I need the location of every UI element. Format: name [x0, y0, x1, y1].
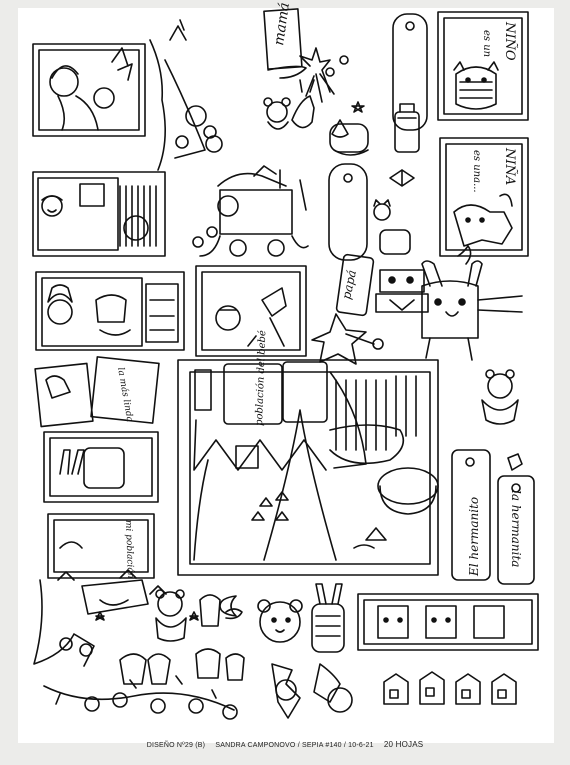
toy-figures-bottom	[119, 589, 245, 685]
bear-bunny-row	[263, 79, 420, 156]
small-animals-middle	[373, 169, 429, 313]
nino-card	[437, 11, 529, 121]
blank-tag-center	[328, 163, 368, 261]
baby-toys-card	[32, 171, 166, 257]
label-papa: papá	[339, 269, 359, 301]
mother-stroller-figure	[149, 19, 223, 171]
bear-right	[481, 369, 523, 471]
label-es-una: es una...	[471, 150, 482, 193]
mama-tag	[263, 8, 349, 103]
hermanito-tag	[451, 449, 491, 581]
houses-row	[383, 671, 517, 705]
star-wand	[311, 313, 384, 365]
characters-strip	[357, 593, 539, 651]
chef-card	[35, 271, 185, 351]
bear-bunny-bottom	[257, 583, 345, 653]
mother-baby-card	[32, 43, 146, 137]
footer-credit: SANDRA CAMPONOVO / SEPIA #140 / 10-6-21	[215, 742, 374, 749]
nina-card	[439, 137, 529, 257]
papa-tag	[335, 253, 375, 317]
label-es-un: es un	[481, 30, 492, 57]
sheet-footer: DISEÑO Nº29 (B) SANDRA CAMPONOVO / SEPIA…	[0, 740, 570, 749]
label-el-hermanito: El hermanito	[467, 497, 481, 577]
la-mas-linda-tag	[34, 356, 160, 428]
blank-tag-top	[392, 13, 428, 131]
label-mi-poblacion: mi población	[123, 520, 136, 579]
bunny-large	[421, 245, 523, 361]
garland-scene	[33, 569, 238, 720]
clown-monkey	[271, 663, 353, 719]
label-nina: NIÑA	[502, 147, 518, 185]
baby-portrait-card	[195, 265, 307, 357]
footer-design: DISEÑO Nº29 (B)	[146, 742, 206, 749]
bunny-blanket-card	[43, 431, 159, 503]
footer-sheets: 20 HOJAS	[383, 740, 424, 749]
label-mama: mamá	[271, 2, 293, 47]
stroller-card	[192, 165, 309, 257]
label-nino: NIÑO	[502, 21, 518, 61]
label-poblacion-del-bebe: población del bebé	[254, 330, 268, 426]
hermanita-tag	[497, 475, 535, 585]
label-la-hermanita: la hermanita	[509, 490, 523, 567]
stars-moon	[95, 101, 365, 621]
mi-poblacion-card	[47, 513, 155, 579]
poblacion-scene	[177, 359, 439, 576]
